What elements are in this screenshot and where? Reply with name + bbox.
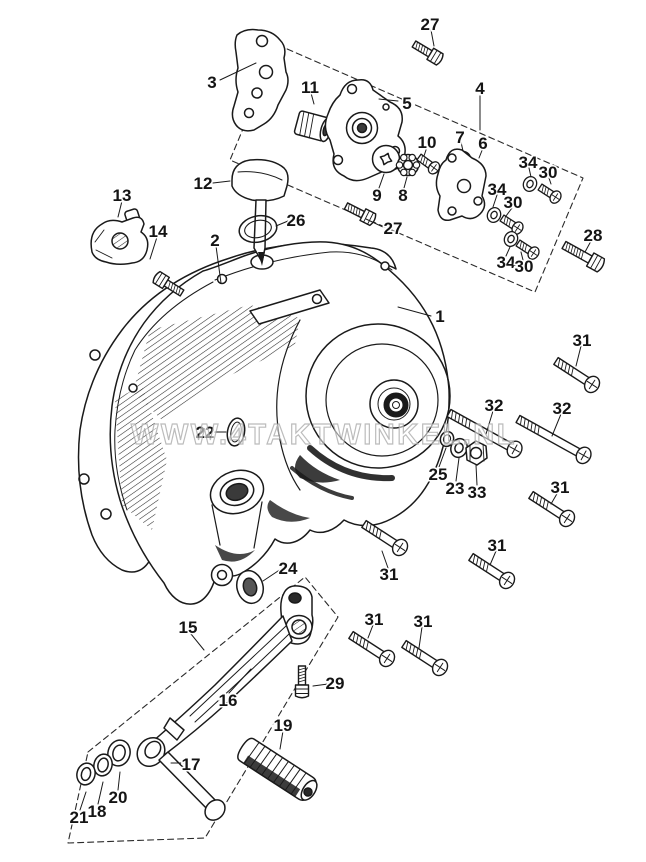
callout-18: 18: [88, 802, 107, 821]
callout-34: 34: [497, 253, 516, 272]
snap-ring-part21: [76, 762, 96, 786]
callout-33: 33: [468, 483, 487, 502]
callout-31: 31: [414, 612, 433, 631]
oring-part26: [238, 214, 278, 244]
watermark: WWW.4TAKTWINKEL.NL: [131, 419, 517, 451]
callout-31: 31: [488, 536, 507, 555]
callout-32: 32: [485, 396, 504, 415]
callout-34: 34: [488, 180, 507, 199]
callout-27: 27: [421, 15, 440, 34]
oring-part22: [226, 417, 246, 447]
callout-15: 15: [179, 618, 198, 637]
callout-26: 26: [287, 211, 306, 230]
callout-31: 31: [573, 331, 592, 350]
screw-part30: [535, 180, 564, 207]
bolt-part27: [409, 37, 446, 67]
callout-13: 13: [113, 186, 132, 205]
callout-34: 34: [519, 153, 538, 172]
callout-12: 12: [194, 174, 213, 193]
clutch-adjuster-part13: [90, 208, 149, 266]
pump-cover-part6: [435, 148, 487, 222]
callout-2: 2: [210, 231, 219, 250]
callout-31: 31: [380, 565, 399, 584]
callout-28: 28: [584, 226, 603, 245]
callout-16: 16: [219, 691, 238, 710]
dashed-box-kickstarter-assembly: [67, 576, 339, 844]
callout-25: 25: [429, 465, 448, 484]
callout-9: 9: [372, 186, 381, 205]
screw-part31: [358, 516, 412, 560]
callout-5: 5: [402, 94, 411, 113]
oil-seal-part24: [235, 569, 265, 605]
callout-14: 14: [149, 222, 168, 241]
callout-30: 30: [515, 257, 534, 276]
callout-27: 27: [384, 219, 403, 238]
washer-part34: [520, 173, 540, 195]
callout-11: 11: [301, 78, 319, 97]
pump-outer-rotor-part8: [395, 153, 421, 177]
pedal-rubber-part19: [237, 737, 318, 802]
callout-22: 22: [196, 423, 215, 442]
kick-pedal-rod-part17: [158, 751, 226, 821]
screw-part31: [398, 636, 452, 680]
callout-31: 31: [365, 610, 384, 629]
callout-10: 10: [418, 133, 437, 152]
screw-part31: [345, 627, 399, 671]
pump-inner-rotor-part9: [371, 144, 401, 174]
callout-31: 31: [551, 478, 570, 497]
callout-17: 17: [182, 755, 201, 774]
kickstarter-arm-part16: [136, 585, 314, 768]
seal-washer-part18: [93, 753, 113, 777]
gasket-pump-part3: [231, 28, 289, 132]
callout-20: 20: [109, 788, 128, 807]
callout-6: 6: [478, 134, 487, 153]
callout-23: 23: [446, 479, 465, 498]
callout-3: 3: [207, 73, 216, 92]
callout-30: 30: [539, 163, 558, 182]
crankcase-cover-part1: [109, 241, 451, 605]
callout-24: 24: [279, 559, 298, 578]
callout-29: 29: [326, 674, 345, 693]
screw-part31: [465, 549, 519, 593]
callout-8: 8: [398, 186, 407, 205]
callout-30: 30: [504, 193, 523, 212]
bolt-part29: [294, 665, 310, 699]
nut-part33: [465, 440, 488, 466]
callout-7: 7: [455, 128, 464, 147]
callout-32: 32: [553, 399, 572, 418]
leader-lines: [79, 29, 592, 811]
callout-4: 4: [475, 79, 485, 98]
screw-part32: [513, 410, 595, 467]
callout-1: 1: [435, 307, 444, 326]
callout-21: 21: [70, 808, 89, 827]
washer-part20: [107, 739, 131, 767]
callout-19: 19: [274, 716, 293, 735]
